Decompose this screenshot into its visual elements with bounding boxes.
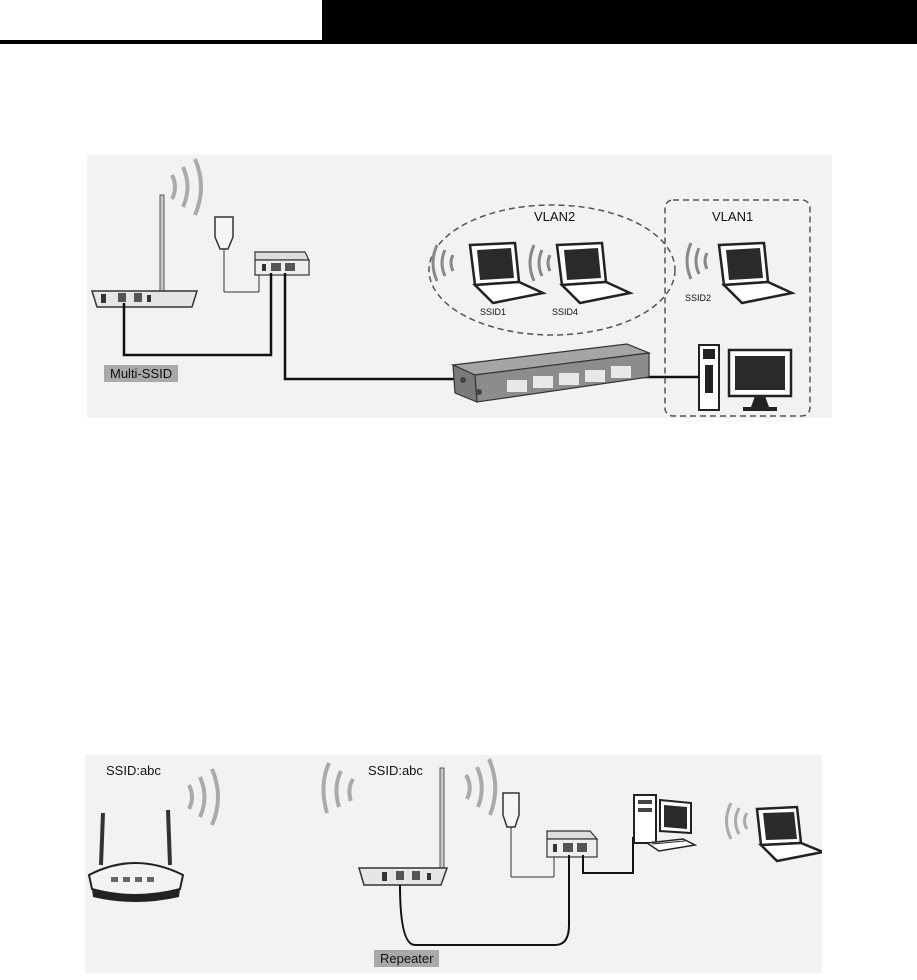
multi-ssid-diagram-art — [87, 155, 832, 418]
desktop-pc-icon — [634, 795, 695, 851]
header-bar — [322, 0, 917, 40]
repeater-diagram: SSID:abc SSID:abc Repeater — [85, 755, 822, 973]
multi-ssid-diagram: VLAN2 VLAN1 SSID1 SSID4 SSID2 Multi-SSID — [87, 155, 832, 418]
multi-ssid-tag: Multi-SSID — [104, 365, 178, 382]
header-rule — [0, 40, 917, 44]
poe-injector-icon — [255, 252, 309, 275]
vlan1-label: VLAN1 — [712, 209, 753, 224]
repeater-diagram-art — [85, 755, 822, 973]
ssid4-label: SSID4 — [552, 307, 578, 317]
root-ssid-label: SSID:abc — [106, 763, 161, 778]
poe-injector-icon — [547, 831, 597, 857]
repeater-tag: Repeater — [374, 950, 439, 967]
ssid1-label: SSID1 — [480, 307, 506, 317]
repeater-ssid-label: SSID:abc — [368, 763, 423, 778]
vlan2-label: VLAN2 — [534, 209, 575, 224]
ssid2-label: SSID2 — [685, 293, 711, 303]
